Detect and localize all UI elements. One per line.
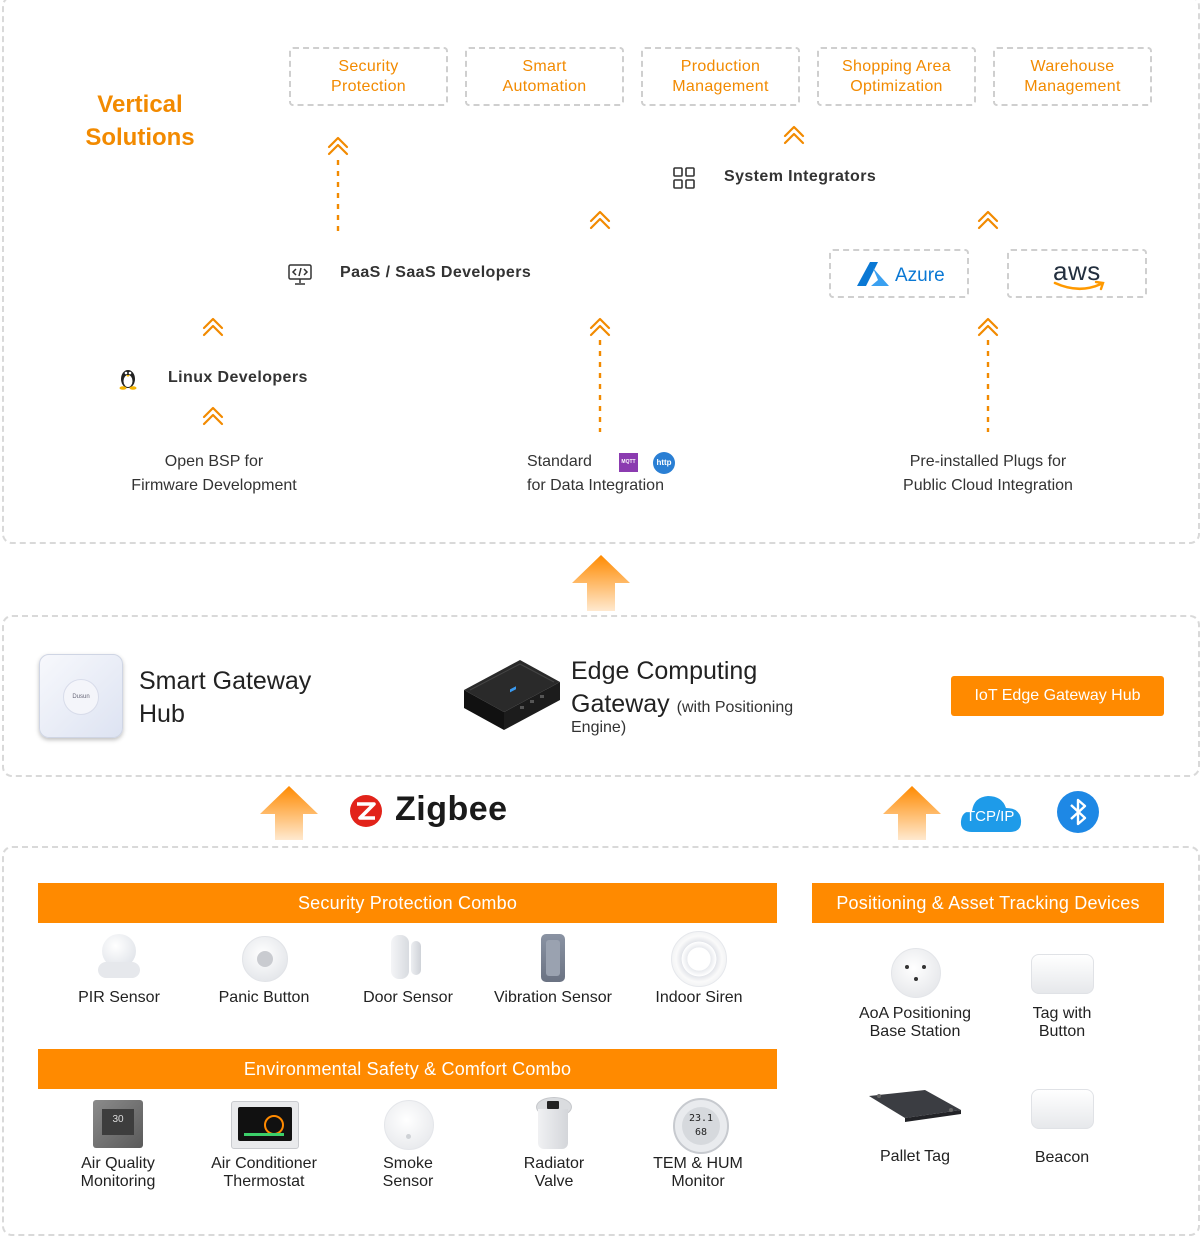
chevron-icon: [977, 217, 999, 230]
device-label: AoA Positioning Base Station: [858, 1005, 972, 1040]
zigbee-logo-icon: [350, 795, 382, 827]
air-quality-image: 30: [93, 1100, 143, 1148]
thermostat-image: [231, 1101, 299, 1149]
smart-gateway-hub-title: Smart Gateway Hub: [139, 667, 312, 728]
environmental-combo-header: Environmental Safety & Comfort Combo: [38, 1049, 777, 1089]
security-combo-header: Security Protection Combo: [38, 883, 777, 923]
azure-label: Azure: [895, 265, 945, 286]
pir-sensor-image: [98, 934, 140, 980]
device-label: TEM & HUM Monitor: [653, 1155, 743, 1190]
gateways-panel: [2, 615, 1200, 777]
device-label: Vibration Sensor: [494, 989, 612, 1006]
linux-developers-label: Linux Developers: [168, 369, 308, 386]
iot-edge-gateway-hub-button[interactable]: IoT Edge Gateway Hub: [951, 676, 1164, 716]
edge-gateway-image: [464, 660, 560, 730]
air-quality-reading: 30: [102, 1109, 134, 1135]
tem-hum-monitor-image: 23.1 68: [673, 1098, 729, 1154]
tag-with-button-image: [1031, 954, 1094, 994]
system-integrators-label: System Integrators: [724, 168, 877, 185]
chevron-icon: [202, 324, 224, 337]
device-label: Tag with Button: [1032, 1005, 1092, 1040]
chevron-icon: [327, 136, 349, 149]
panic-button-image: [242, 936, 288, 982]
chevron-icon: [589, 317, 611, 330]
mqtt-icon: MQTT: [619, 453, 638, 472]
chevron-icon: [327, 143, 349, 156]
aws-logo-box: aws: [1007, 249, 1147, 298]
chevron-icon: [783, 125, 805, 138]
chevron-icon: [202, 317, 224, 330]
device-label: Panic Button: [218, 989, 310, 1006]
aoa-base-station-image: [891, 948, 941, 998]
beacon-image: [1031, 1089, 1094, 1129]
vertical-solutions-panel: [2, 0, 1200, 544]
indoor-siren-image: [671, 931, 727, 987]
flow-arrows: [202, 125, 999, 432]
device-label: Door Sensor: [363, 989, 453, 1006]
device-label: Air Conditioner Thermostat: [211, 1155, 317, 1190]
big-up-arrow: [572, 555, 630, 611]
device-label: Air Quality Monitoring: [80, 1155, 156, 1190]
chevron-icon: [977, 317, 999, 330]
plugs-label: Pre-installed Plugs for Public Cloud Int…: [903, 453, 1073, 494]
vertical-solutions-title: Vertical Solutions: [85, 91, 195, 151]
smart-gateway-hub-image: Dusun: [39, 654, 123, 738]
smoke-sensor-image: [384, 1100, 434, 1150]
tcpip-up-arrow: [883, 786, 941, 840]
radiator-valve-image: [534, 1097, 572, 1151]
pallet-tag-image: [869, 1090, 961, 1122]
door-sensor-image: [391, 935, 425, 979]
bsp-label: Open BSP for Firmware Development: [131, 453, 297, 494]
aws-label: aws: [1053, 256, 1101, 286]
chevron-icon: [589, 210, 611, 223]
chevron-icon: [202, 406, 224, 419]
tcpip-cloud-icon: [960, 796, 1022, 832]
vibration-sensor-image: [541, 934, 565, 982]
zigbee-label: Zigbee: [395, 790, 508, 828]
paas-saas-label: PaaS / SaaS Developers: [340, 264, 532, 281]
code-monitor-icon: [288, 264, 312, 285]
chevron-icon: [202, 413, 224, 426]
device-label: Indoor Siren: [655, 989, 743, 1006]
tcpip-label: TCP/IP: [966, 808, 1015, 825]
device-label: Beacon: [1034, 1149, 1090, 1166]
chevron-icon: [589, 324, 611, 337]
chevron-icon: [783, 132, 805, 145]
positioning-header: Positioning & Asset Tracking Devices: [812, 883, 1164, 923]
zigbee-up-arrow: [260, 786, 318, 840]
aws-smile-icon: [1053, 280, 1105, 291]
edge-gateway-title: Edge Computing Gateway (with Positioning: [571, 657, 794, 718]
device-label: Smoke Sensor: [382, 1155, 434, 1190]
bluetooth-icon: [1057, 791, 1099, 833]
grid-apps-icon: [673, 167, 695, 189]
linux-penguin-icon: [119, 370, 137, 390]
edge-gateway-note: Engine): [571, 719, 627, 736]
chevron-icon: [977, 210, 999, 223]
devices-panel: [2, 846, 1200, 1236]
hub-center-circle: Dusun: [63, 679, 99, 715]
chevron-icon: [589, 217, 611, 230]
azure-logo-icon: [857, 262, 889, 286]
azure-logo-box: Azure: [829, 249, 969, 298]
device-label: PIR Sensor: [78, 989, 160, 1006]
standard-label: Standard MQTT http for Data Integration: [510, 450, 690, 498]
chevron-icon: [977, 324, 999, 337]
device-label: Radiator Valve: [523, 1155, 585, 1190]
http-globe-icon: http: [653, 452, 675, 474]
device-label: Pallet Tag: [880, 1148, 950, 1165]
